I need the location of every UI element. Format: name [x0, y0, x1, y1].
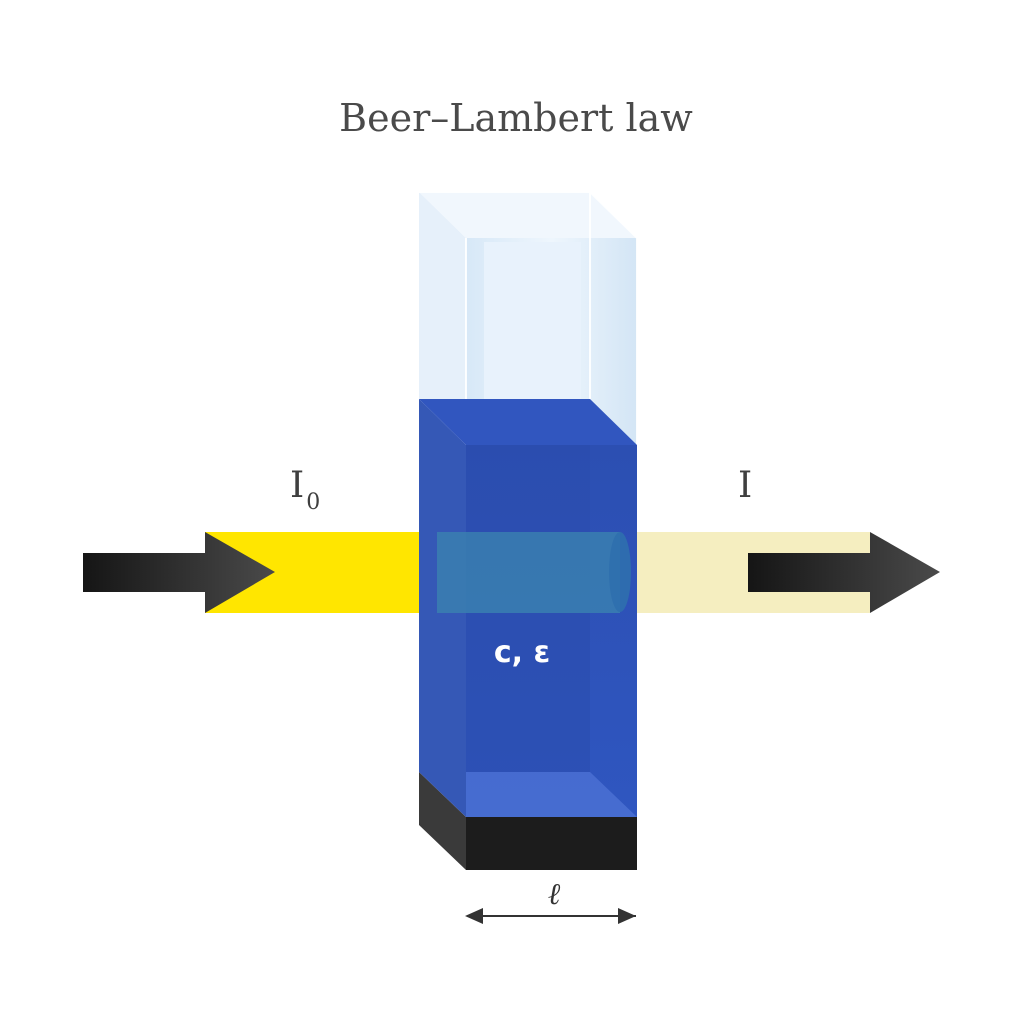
solution-inner-bottom	[466, 772, 637, 817]
cuvette-glass-side	[419, 192, 466, 445]
transmitted-intensity-label: I	[738, 465, 752, 506]
incident-intensity-label: I0	[290, 465, 320, 515]
cuvette	[419, 191, 638, 870]
beam-through-solution	[437, 532, 620, 613]
cuvette-base-side	[419, 772, 466, 870]
beam-exit-cap	[609, 532, 631, 612]
solution-surface	[419, 399, 637, 445]
cuvette-base-front	[466, 817, 637, 870]
concentration-absorptivity-label: c, ε	[494, 635, 550, 670]
incident-intensity-symbol: I	[290, 465, 304, 506]
path-length-label: ℓ	[548, 877, 561, 912]
cuvette-glass-top	[419, 192, 637, 238]
incident-intensity-subscript: 0	[306, 490, 320, 515]
transmitted-arrow	[748, 532, 940, 613]
incident-arrow	[83, 532, 275, 613]
diagram-title: Beer–Lambert law	[339, 96, 693, 140]
